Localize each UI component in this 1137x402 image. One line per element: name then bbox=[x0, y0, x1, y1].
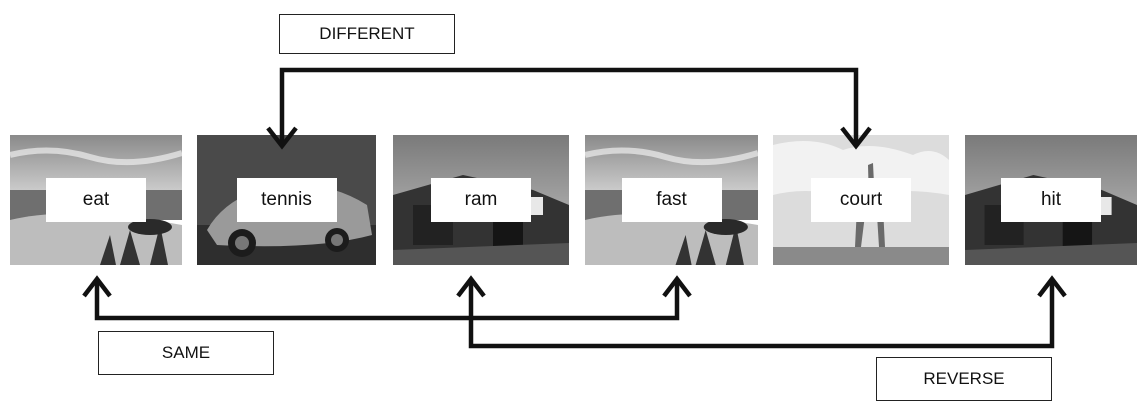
image-tile-eat: eat bbox=[10, 135, 182, 265]
word-hit: hit bbox=[1001, 178, 1101, 222]
word-eat: eat bbox=[46, 178, 146, 222]
image-tile-ram: ram bbox=[393, 135, 569, 265]
word-ram: ram bbox=[431, 178, 531, 222]
image-tile-hit: hit bbox=[965, 135, 1137, 265]
image-tile-tennis: tennis bbox=[197, 135, 376, 265]
different-label: DIFFERENT bbox=[279, 14, 455, 54]
arrowhead-up-icon bbox=[1037, 275, 1067, 298]
different-connector bbox=[279, 67, 859, 143]
image-tile-fast: fast bbox=[585, 135, 758, 265]
reverse-label: REVERSE bbox=[876, 357, 1052, 401]
same-connector bbox=[94, 282, 680, 321]
same-label: SAME bbox=[98, 331, 274, 375]
arrowhead-down-icon bbox=[266, 126, 298, 150]
arrowhead-up-icon bbox=[662, 275, 692, 298]
word-court: court bbox=[811, 178, 911, 222]
image-tile-court: court bbox=[773, 135, 949, 265]
arrowhead-down-icon bbox=[840, 126, 872, 150]
arrowhead-up-icon bbox=[456, 275, 486, 298]
reverse-connector bbox=[468, 282, 1055, 349]
arrowhead-up-icon bbox=[82, 275, 112, 298]
word-fast: fast bbox=[621, 178, 722, 222]
word-tennis: tennis bbox=[236, 178, 337, 222]
